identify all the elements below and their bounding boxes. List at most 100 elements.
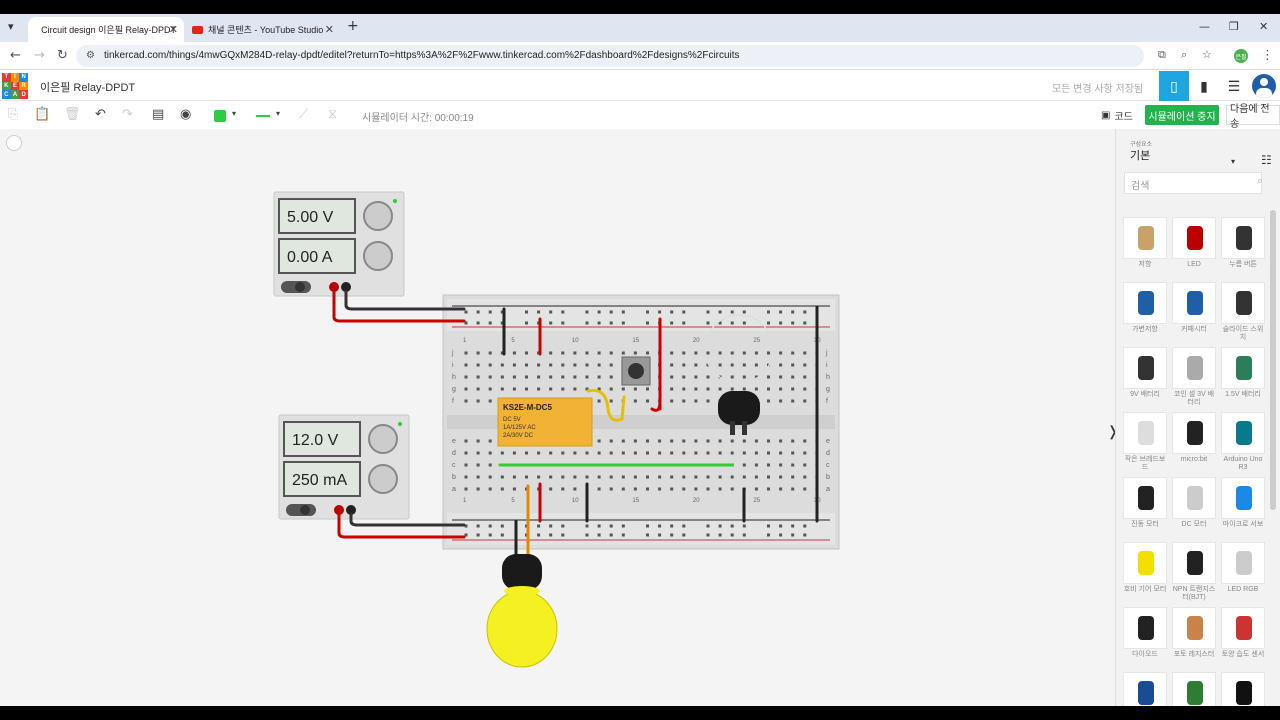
current-knob[interactable] [363, 241, 393, 271]
category-label: 구성요소 [1130, 142, 1153, 148]
positive-terminal[interactable] [334, 505, 344, 515]
site-info-icon[interactable]: ⚙ [86, 50, 95, 61]
tab-tinkercad[interactable]: Circuit design 이은필 Relay-DPDT ✕ [28, 17, 184, 42]
close-tab-icon[interactable]: ✕ [324, 24, 334, 36]
negative-terminal[interactable] [346, 505, 356, 515]
component-search-input[interactable]: 검색 [1124, 172, 1262, 194]
code-button[interactable]: ▣ 코드 [1097, 105, 1137, 125]
breadboard-row-letter: f [452, 398, 454, 405]
light-bulb-on[interactable] [486, 554, 558, 668]
restore-icon[interactable]: ❐ [1229, 20, 1239, 33]
send-to-button[interactable]: 다음에 전송 [1226, 104, 1280, 130]
component-item[interactable]: 9V 배터리 [1122, 347, 1168, 409]
positive-terminal[interactable] [329, 282, 339, 292]
bookmark-star-icon[interactable]: ☆ [1202, 48, 1212, 61]
close-window-icon[interactable]: ✕ [1259, 20, 1269, 33]
component-item[interactable]: 저항 [1122, 217, 1168, 279]
forward-icon[interactable]: → [34, 48, 45, 63]
category-select[interactable]: 기본 [1130, 150, 1151, 162]
design-name[interactable]: 이은필 Relay-DPDT [40, 82, 136, 94]
component-item[interactable]: 슬라이드 스위치 [1220, 282, 1266, 344]
component-item[interactable]: 작은 브레드보드 [1122, 412, 1168, 474]
breadboard-column-number: 5 [511, 498, 515, 504]
component-item[interactable]: DC 모터 [1171, 477, 1217, 539]
component-item[interactable]: 코인 셀 3V 배터리 [1171, 347, 1217, 409]
back-icon[interactable]: ← [10, 48, 21, 63]
annotation-icon[interactable]: ◉ [180, 107, 192, 122]
component-item[interactable]: LED RGB [1220, 542, 1266, 604]
component-item[interactable]: micro:bit [1171, 412, 1217, 474]
relay[interactable]: KS2E-M-DC5 DC 5V 1A/125V AC 2A/30V DC [497, 397, 593, 447]
wires[interactable] [332, 289, 819, 556]
cast-icon[interactable]: ⧉ [1158, 48, 1166, 61]
profile-avatar[interactable]: 은필 [1234, 49, 1248, 63]
component-item[interactable]: 호비 기어 모터 [1122, 542, 1168, 604]
component-item[interactable]: 1.5V 배터리 [1220, 347, 1266, 409]
component-item[interactable] [1220, 672, 1266, 706]
breadboard-column-number: 5 [511, 338, 515, 344]
component-item[interactable]: 누름 버튼 [1220, 217, 1266, 279]
copy-icon[interactable]: ⎘ [8, 107, 19, 122]
push-button[interactable] [621, 356, 651, 386]
paste-icon[interactable]: 📋 [34, 107, 51, 122]
power-supply-12v[interactable]: 12.0 V 250 mA [278, 414, 410, 520]
wire-color-swatch[interactable] [214, 110, 226, 122]
component-thumbnail-icon [1123, 542, 1167, 584]
component-item[interactable]: LED [1171, 217, 1217, 279]
browser-menu-icon[interactable]: ⋮ [1261, 48, 1274, 63]
voltage-knob[interactable] [368, 424, 398, 454]
component-label: 1.5V 배터리 [1225, 391, 1261, 398]
redo-icon[interactable]: ↷ [122, 107, 133, 122]
component-item[interactable]: 가변저항 [1122, 282, 1168, 344]
panel-scrollbar[interactable] [1270, 210, 1276, 510]
chip-icon: ▮ [1200, 77, 1208, 94]
wire-type-icon[interactable] [256, 115, 270, 117]
negative-terminal[interactable] [341, 282, 351, 292]
schematic-view-button[interactable]: ▮ [1189, 71, 1219, 101]
mirror-icon[interactable]: ⧖ [328, 107, 338, 122]
minimize-icon[interactable]: — [1199, 20, 1210, 33]
component-item[interactable]: 토양 습도 센서 [1220, 607, 1266, 669]
reload-icon[interactable]: ↻ [57, 48, 68, 63]
delete-icon[interactable]: 🗑 [64, 107, 81, 122]
zoom-fit-icon[interactable] [6, 135, 22, 151]
flip-icon[interactable]: ⟋ [299, 107, 309, 122]
breadboard-row-letter: b [452, 474, 456, 481]
stop-simulation-button[interactable]: 시뮬레이션 중지 [1145, 105, 1219, 125]
tab-list-icon[interactable]: ▾ [8, 20, 14, 33]
current-knob[interactable] [368, 464, 398, 494]
component-item[interactable] [1171, 672, 1217, 706]
component-item[interactable]: Arduino Uno R3 [1220, 412, 1266, 474]
component-item[interactable]: 다이오드 [1122, 607, 1168, 669]
component-item[interactable]: 진동 모터 [1122, 477, 1168, 539]
component-list-button[interactable]: ☰ [1219, 71, 1249, 101]
chevron-down-icon[interactable]: ▾ [232, 109, 237, 118]
power-supply-5v[interactable]: 5.00 V 0.00 A [273, 191, 405, 297]
component-item[interactable]: NPN 트랜지스터(BJT) [1171, 542, 1217, 604]
component-item[interactable]: 포토 레지스터 [1171, 607, 1217, 669]
circuit-view-button[interactable]: ▯ [1159, 71, 1189, 101]
url-field[interactable]: ⚙ tinkercad.com/things/4mwGQxM284D-relay… [76, 45, 1144, 67]
voltage-knob[interactable] [363, 201, 393, 231]
list-view-icon[interactable]: ☷ [1261, 153, 1272, 167]
breadboard-row-letter: f [826, 398, 828, 405]
chevron-down-icon[interactable]: ▾ [1231, 157, 1236, 166]
new-tab-icon[interactable]: + [347, 18, 359, 34]
light-bulb-off[interactable] [704, 314, 774, 435]
component-item[interactable] [1122, 672, 1168, 706]
user-avatar[interactable] [1249, 71, 1279, 101]
component-label: 토양 습도 센서 [1221, 651, 1265, 658]
component-item[interactable]: 커패시터 [1171, 282, 1217, 344]
undo-icon[interactable]: ↶ [95, 107, 106, 122]
zoom-icon[interactable]: ⌕ [1181, 48, 1188, 61]
tab-youtube[interactable]: 채널 콘텐츠 - YouTube Studio ✕ [184, 17, 340, 42]
component-item[interactable]: 마이크로 서보 [1220, 477, 1266, 539]
collapse-panel-icon[interactable]: ❭ [1107, 423, 1119, 439]
close-tab-icon[interactable]: ✕ [168, 24, 178, 36]
chevron-down-icon[interactable]: ▾ [276, 109, 281, 118]
notes-icon[interactable]: ▤ [152, 107, 165, 122]
